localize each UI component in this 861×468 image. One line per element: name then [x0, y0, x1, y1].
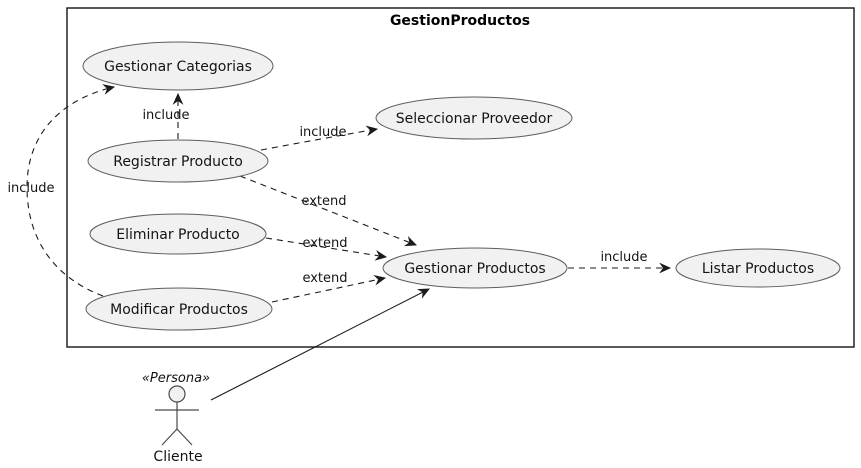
edge-label-extend: extend — [302, 236, 347, 251]
usecase-ellipse — [87, 139, 269, 183]
usecase-gestionar-categorias: Gestionar Categorias — [82, 41, 274, 91]
usecase-label: Gestionar Productos — [404, 261, 545, 277]
package-boundary — [66, 7, 855, 348]
usecase-label: Modificar Productos — [110, 302, 248, 318]
usecase-ellipse — [675, 248, 841, 288]
edge-label-include: include — [600, 250, 647, 265]
edge-eliminar-producto-to-gestionar-productos — [265, 237, 388, 261]
edge-registrar-producto-to-gestionar-productos — [239, 175, 418, 247]
usecase-seleccionar-proveedor: Seleccionar Proveedor — [375, 96, 573, 140]
edge-label-include: include — [7, 181, 54, 196]
edge-cliente-to-gestionar-productos — [210, 288, 430, 401]
usecase-label: Registrar Producto — [113, 154, 243, 170]
edge-modificar-productos-to-gestionar-categorias — [26, 84, 116, 297]
edge-label-include: include — [142, 108, 189, 123]
edge-label-extend: extend — [302, 271, 347, 286]
usecase-gestionar-productos: Gestionar Productos — [382, 247, 568, 289]
usecase-eliminar-producto: Eliminar Producto — [89, 213, 267, 255]
actor-right-leg — [176, 428, 193, 446]
usecase-modificar-productos: Modificar Productos — [85, 287, 273, 331]
usecase-nodes: Gestionar Categorias Seleccionar Proveed… — [82, 41, 841, 331]
usecase-ellipse — [375, 96, 573, 140]
actor-head — [168, 385, 186, 403]
usecase-listar-productos: Listar Productos — [675, 248, 841, 288]
edges — [26, 84, 672, 401]
actor-cliente: «Persona» Cliente — [142, 371, 210, 465]
edge-registrar-producto-to-seleccionar-proveedor — [260, 125, 379, 151]
edge-label-include: include — [299, 125, 346, 140]
usecase-ellipse — [382, 247, 568, 289]
edge-modificar-productos-to-gestionar-productos — [271, 274, 387, 303]
package-title: GestionProductos — [390, 13, 530, 29]
usecase-ellipse — [85, 287, 273, 331]
actor-left-leg — [161, 428, 178, 446]
usecase-label: Listar Productos — [702, 261, 814, 277]
actor-stereotype: «Persona» — [142, 371, 210, 386]
usecase-ellipse — [82, 41, 274, 91]
usecase-ellipse — [89, 213, 267, 255]
usecase-registrar-producto: Registrar Producto — [87, 139, 269, 183]
usecase-label: Gestionar Categorias — [104, 59, 252, 75]
usecase-label: Eliminar Producto — [116, 227, 240, 243]
actor-name: Cliente — [153, 449, 202, 465]
edge-label-extend: extend — [301, 194, 346, 209]
edge-labels: include include include extend extend ex… — [7, 108, 647, 286]
usecase-label: Seleccionar Proveedor — [396, 111, 553, 127]
